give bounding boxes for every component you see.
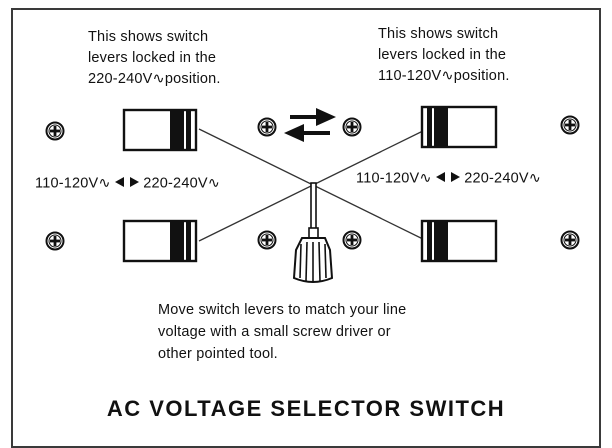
phillips-screw-icon (342, 117, 362, 137)
diagram-title: AC VOLTAGE SELECTOR SWITCH (106, 396, 506, 421)
range-left-low: 110-120V∿ (35, 175, 111, 192)
caption-top-left: This shows switch levers locked in the 2… (88, 27, 221, 90)
caption-top-left-line-2: levers locked in the (88, 50, 217, 66)
phillips-screw-icon (257, 230, 277, 250)
diagram-stage: This shows switch levers locked in the 2… (11, 8, 601, 448)
phillips-screw-icon (342, 230, 362, 250)
caption-top-right-line-3: 110-120V∿position. (378, 68, 510, 84)
range-label-left: 110-120V∿ 220-240V∿ (35, 173, 220, 194)
left-right-arrow-icon (436, 168, 460, 189)
switch-bottom-right (420, 219, 498, 263)
range-label-right: 110-120V∿ 220-240V∿ (356, 168, 541, 189)
exchange-arrows-icon (284, 108, 336, 142)
phillips-screw-icon (257, 117, 277, 137)
caption-bottom-line-1: Move switch levers to match your line (158, 302, 407, 318)
screwdriver-icon (292, 182, 334, 283)
range-right-low: 110-120V∿ (356, 170, 432, 187)
caption-bottom-line-3: other pointed tool. (158, 346, 278, 362)
diagram-graphics (45, 105, 580, 283)
range-left-high: 220-240V∿ (143, 175, 221, 192)
phillips-screw-icon (45, 121, 65, 141)
caption-top-left-line-1: This shows switch (88, 29, 209, 45)
caption-bottom-line-2: voltage with a small screw driver or (158, 324, 391, 340)
caption-bottom: Move switch levers to match your line vo… (158, 299, 406, 365)
phillips-screw-icon (45, 231, 65, 251)
phillips-screw-icon (560, 115, 580, 135)
caption-top-right-line-1: This shows switch (378, 26, 499, 42)
caption-top-left-line-3: 220-240V∿position. (88, 71, 221, 87)
phillips-screw-icon (560, 230, 580, 250)
caption-top-right: This shows switch levers locked in the 1… (378, 24, 510, 87)
left-right-arrow-icon (115, 173, 139, 194)
switch-top-right (420, 105, 498, 149)
range-right-high: 220-240V∿ (464, 170, 542, 187)
caption-top-right-line-2: levers locked in the (378, 47, 507, 63)
switch-bottom-left (122, 219, 198, 263)
switch-top-left (122, 108, 198, 152)
